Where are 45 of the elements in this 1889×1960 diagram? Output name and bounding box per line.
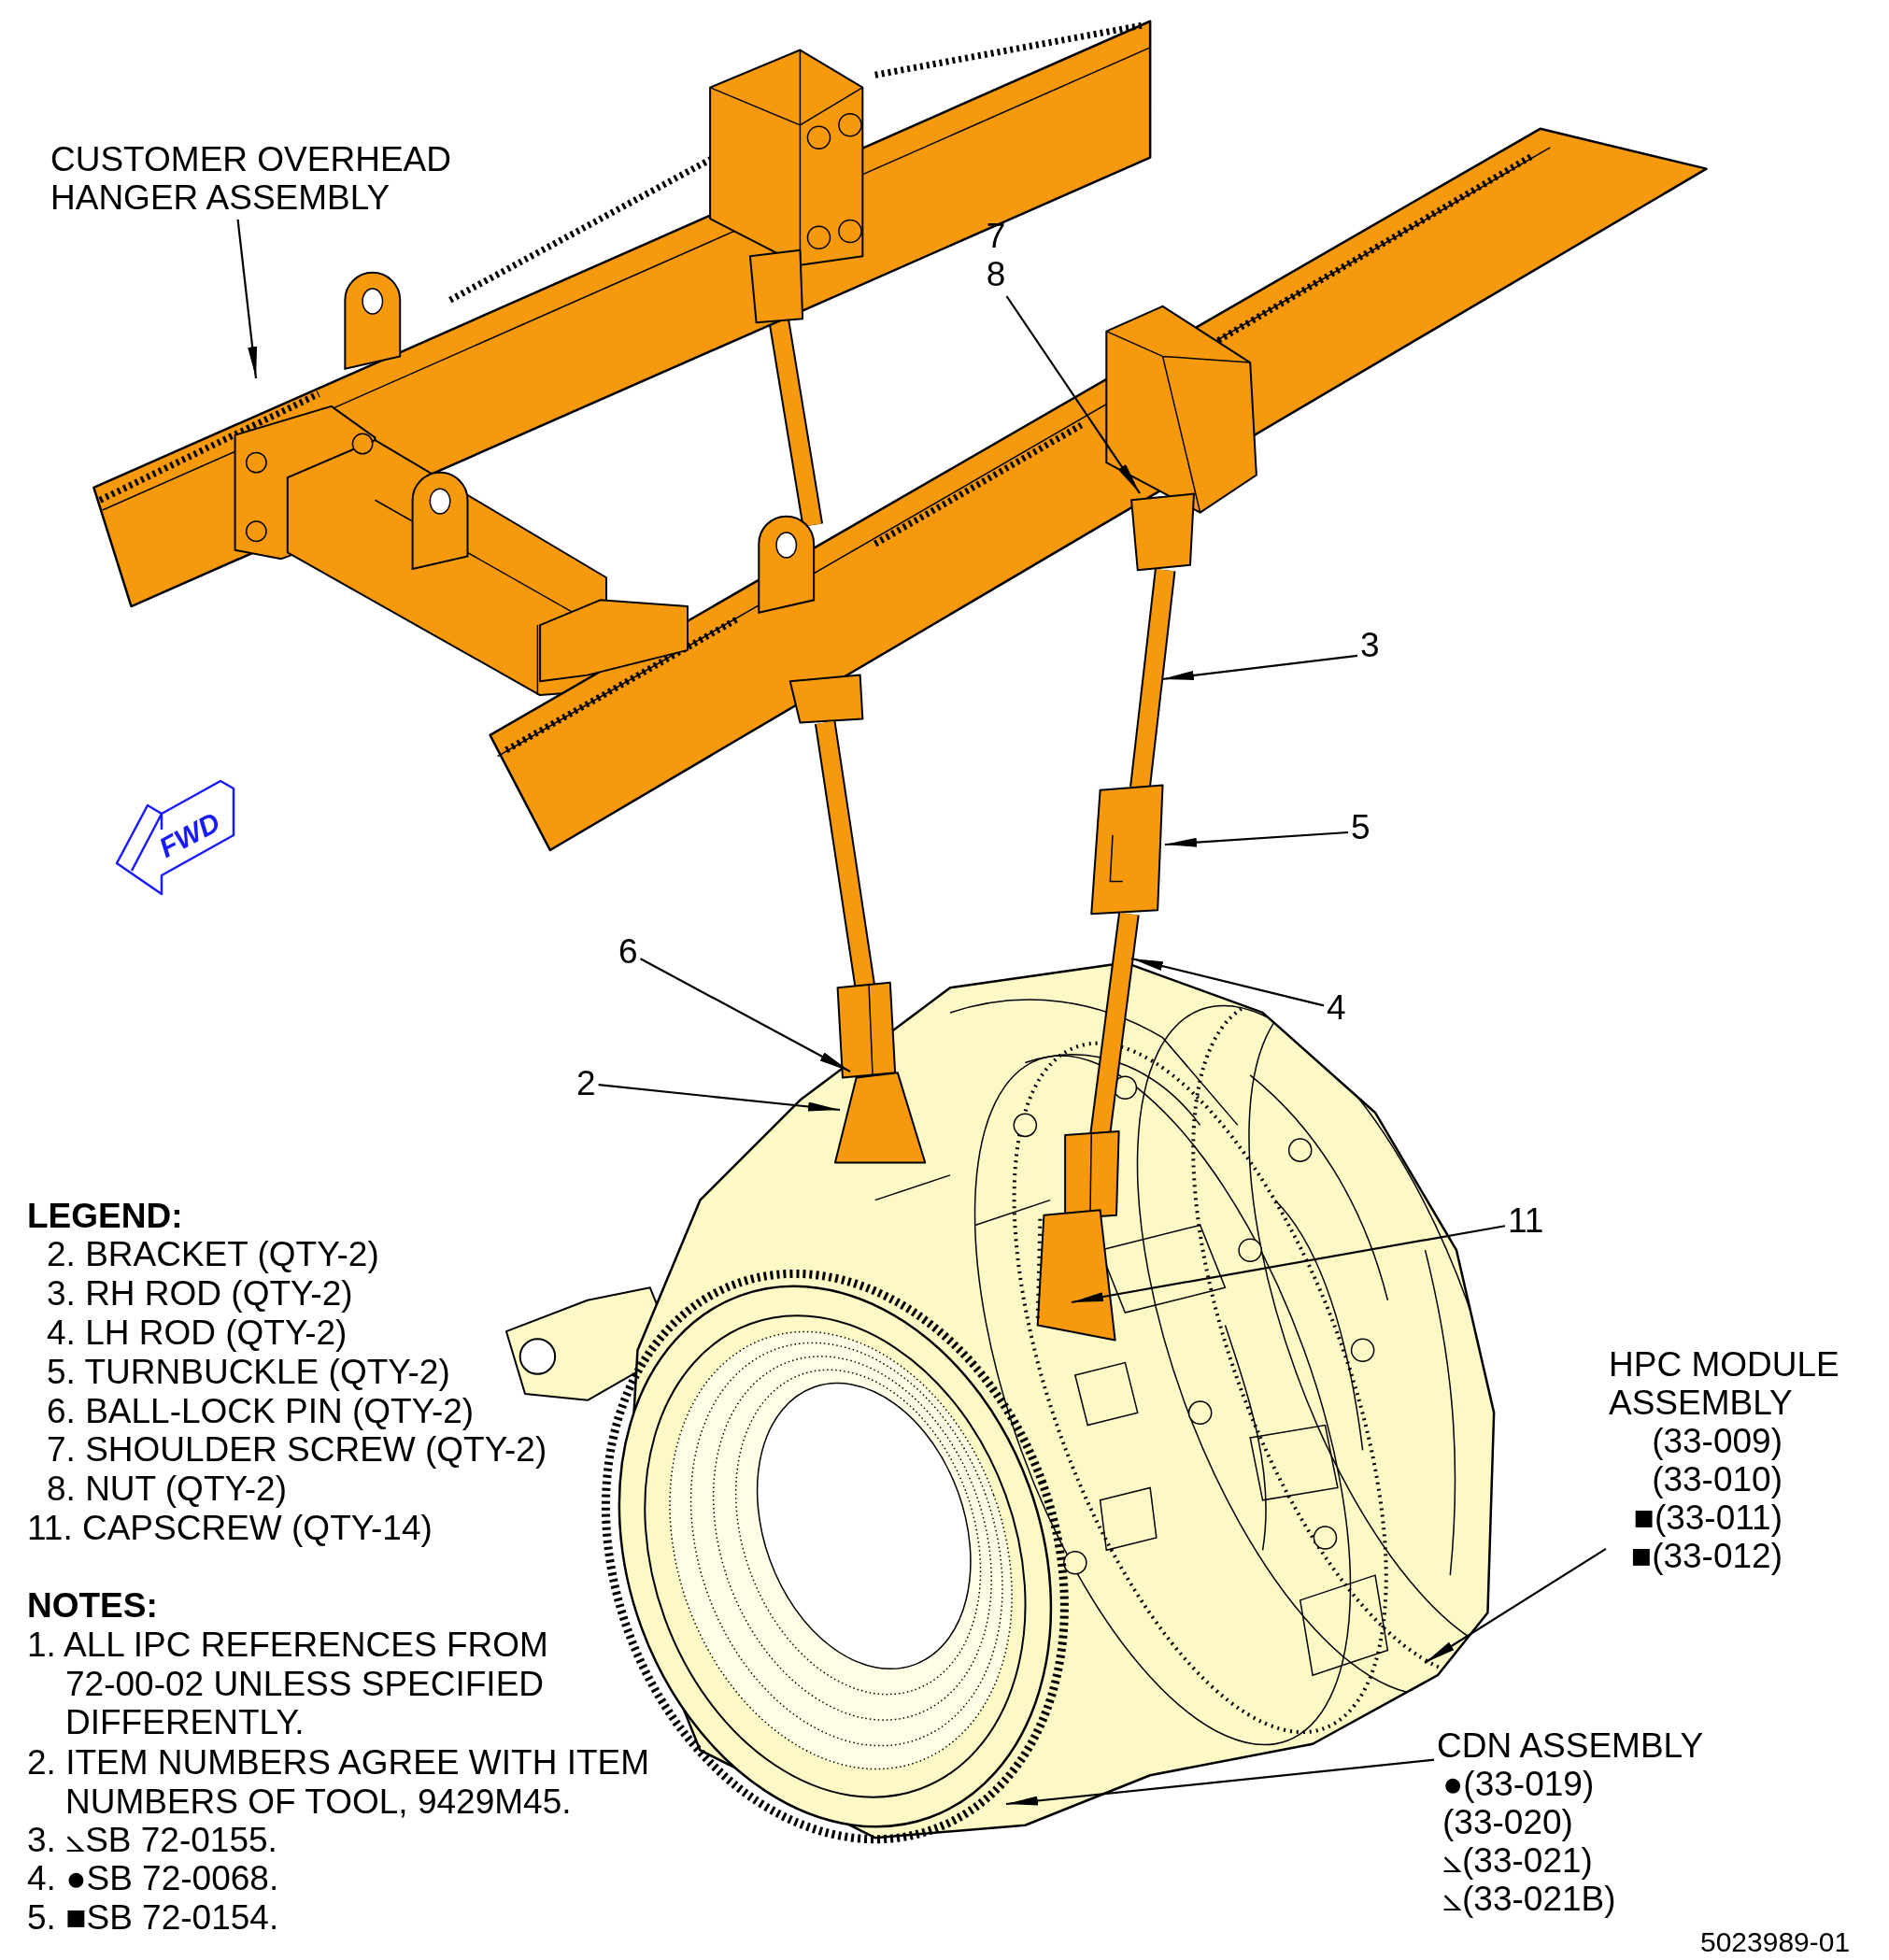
- leader-line: [598, 1084, 841, 1112]
- legend-item: 2. BRACKET (QTY-2): [47, 1235, 379, 1274]
- callout-number: 5: [1351, 808, 1371, 846]
- callout-number: 8: [985, 255, 1007, 293]
- leader-line: [1130, 957, 1325, 1007]
- legend-item: 4. LH ROD (QTY-2): [47, 1314, 348, 1353]
- callout-label: CUSTOMER OVERHEAD HANGER ASSEMBLY: [50, 140, 452, 217]
- note-text: 5. ■SB 72-0154.: [27, 1898, 279, 1938]
- part-number: (33-010): [1651, 1460, 1782, 1498]
- part-number: ⦣(33-021B): [1442, 1880, 1617, 1918]
- legend-heading: LEGEND:: [27, 1197, 183, 1236]
- note-text: 4. ●SB 72-0068.: [27, 1859, 279, 1898]
- callout-number: 11: [1508, 1201, 1544, 1240]
- part-number: (33-020): [1442, 1803, 1574, 1841]
- part-number: ●(33-019): [1442, 1765, 1596, 1803]
- leader-line: [1424, 1547, 1607, 1664]
- note-text: 1. ALL IPC REFERENCES FROM 72-00-02 UNLESS SPECIFIED DIFFERENTLY.: [27, 1626, 549, 1742]
- leader-line: [1071, 1225, 1506, 1304]
- part-number: ⦣(33-021): [1442, 1841, 1594, 1880]
- callout-number: 6: [618, 932, 638, 971]
- callout-label: HPC MODULE ASSEMBLY: [1609, 1345, 1840, 1422]
- part-number: (33-009): [1651, 1422, 1782, 1460]
- part-number: ■(33-011): [1632, 1498, 1782, 1537]
- note-text: 2. ITEM NUMBERS AGREE WITH ITEM NUMBERS OF TOOL, 9429M45.: [27, 1743, 651, 1821]
- leader-line: [1161, 654, 1358, 681]
- note-text: 3. ⦣SB 72-0155.: [27, 1821, 277, 1860]
- legend-item: 8. NUT (QTY-2): [47, 1470, 287, 1509]
- callout-number: 3: [1360, 626, 1380, 664]
- leader-line: [236, 219, 258, 379]
- legend-item: 11. CAPSCREW (QTY-14): [27, 1509, 433, 1548]
- callout-number: 4: [1327, 988, 1346, 1027]
- callout-label: CDN ASSEMBLY: [1437, 1726, 1705, 1765]
- drawing-number: 5023989-01: [1700, 1925, 1851, 1959]
- legend-item: 5. TURNBUCKLE (QTY-2): [47, 1353, 450, 1392]
- callout-number: 2: [576, 1064, 596, 1102]
- legend-item: 6. BALL-LOCK PIN (QTY-2): [47, 1392, 475, 1431]
- notes-heading: NOTES:: [27, 1586, 158, 1626]
- legend-item: 7. SHOULDER SCREW (QTY-2): [47, 1430, 547, 1470]
- part-number: ■(33-012): [1629, 1537, 1782, 1575]
- leader-line: [1164, 831, 1349, 847]
- leader-line: [1005, 1758, 1435, 1806]
- leader-line: [640, 958, 851, 1072]
- leader-line: [1005, 295, 1141, 494]
- direction-label: FWD: [154, 807, 225, 863]
- legend-item: 3. RH ROD (QTY-2): [47, 1274, 353, 1314]
